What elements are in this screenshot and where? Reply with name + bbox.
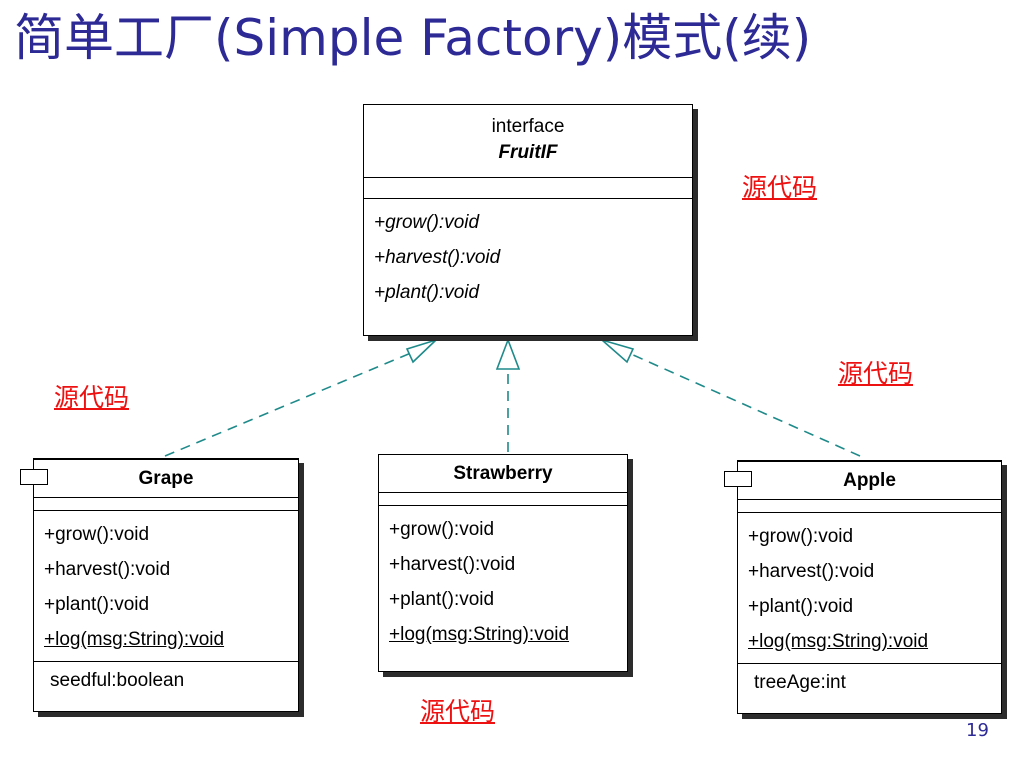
apple-component-icon <box>724 471 752 487</box>
interface-attributes <box>364 177 692 198</box>
strawberry-op-plant: +plant():void <box>389 589 495 610</box>
strawberry-class-box: Strawberry +grow():void +harvest():void … <box>378 454 628 672</box>
grape-op-plant: +plant():void <box>44 594 150 615</box>
grape-component-icon <box>20 469 48 485</box>
interface-header: interface FruitIF <box>364 105 692 177</box>
apple-source-link[interactable]: 源代码 <box>838 359 914 388</box>
grape-attributes-empty <box>34 497 298 510</box>
apple-realization-line <box>621 349 861 457</box>
strawberry-op-harvest: +harvest():void <box>389 554 516 575</box>
interface-name: FruitIF <box>498 142 558 163</box>
grape-source-link[interactable]: 源代码 <box>54 383 130 412</box>
grape-op-harvest: +harvest():void <box>44 559 171 580</box>
strawberry-op-grow: +grow():void <box>389 519 495 540</box>
apple-class-box: Apple +grow():void +harvest():void +plan… <box>724 460 1002 714</box>
interface-op-plant: +plant():void <box>374 282 480 303</box>
interface-op-harvest: +harvest():void <box>374 247 501 268</box>
apple-operations: +grow():void +harvest():void +plant():vo… <box>738 512 1001 663</box>
interface-stereotype: interface <box>491 116 565 137</box>
grape-op-grow: +grow():void <box>44 524 150 545</box>
apple-attributes-empty <box>738 499 1001 512</box>
grape-class-box: Grape +grow():void +harvest():void +plan… <box>20 458 299 712</box>
apple-op-grow: +grow():void <box>748 526 854 547</box>
page-number: 19 <box>966 722 989 741</box>
grape-operations: +grow():void +harvest():void +plant():vo… <box>34 510 298 661</box>
apple-class-name: Apple <box>738 461 1001 499</box>
apple-op-plant: +plant():void <box>748 596 854 617</box>
interface-source-link[interactable]: 源代码 <box>742 173 818 202</box>
slide-title: 简单工厂(Simple Factory)模式(续) <box>14 9 812 67</box>
grape-attribute-seedful: seedful:boolean <box>34 661 298 704</box>
strawberry-source-link[interactable]: 源代码 <box>420 697 496 726</box>
grape-op-log: +log(msg:String):void <box>44 629 225 650</box>
apple-attribute-treeage: treeAge:int <box>738 663 1001 706</box>
apple-op-log: +log(msg:String):void <box>748 631 929 652</box>
interface-op-grow: +grow():void <box>374 212 480 233</box>
fruitif-interface-box: interface FruitIF +grow():void +harvest(… <box>363 104 693 336</box>
grape-realization-arrowhead <box>405 339 437 364</box>
interface-operations: +grow():void +harvest():void +plant():vo… <box>364 198 692 314</box>
grape-realization-line <box>164 349 419 457</box>
apple-realization-arrowhead <box>601 339 635 364</box>
strawberry-operations: +grow():void +harvest():void +plant():vo… <box>379 505 627 656</box>
strawberry-op-log: +log(msg:String):void <box>389 624 570 645</box>
strawberry-attributes-empty <box>379 492 627 505</box>
strawberry-realization-arrowhead <box>495 337 521 370</box>
strawberry-class-name: Strawberry <box>453 463 553 484</box>
apple-op-harvest: +harvest():void <box>748 561 875 582</box>
grape-class-name: Grape <box>34 459 298 497</box>
